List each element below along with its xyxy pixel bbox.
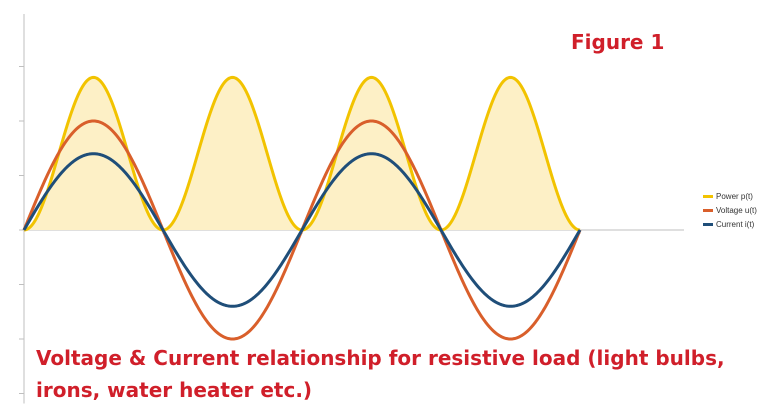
legend-swatch-voltage: [703, 208, 713, 212]
legend-label-current: Current i(t): [716, 219, 755, 229]
legend-swatch-current: [703, 222, 713, 226]
chart-caption: Voltage & Current relationship for resis…: [36, 346, 725, 402]
chart-legend: Power p(t) Voltage u(t) Current i(t): [703, 189, 757, 231]
legend-item-current: Current i(t): [703, 217, 757, 231]
series-area-power: [24, 77, 580, 231]
figure-label: Figure 1: [571, 30, 665, 54]
legend-item-voltage: Voltage u(t): [703, 203, 757, 217]
legend-label-voltage: Voltage u(t): [716, 205, 757, 215]
legend-label-power: Power p(t): [716, 191, 753, 201]
legend-item-power: Power p(t): [703, 189, 757, 203]
legend-swatch-power: [703, 194, 713, 198]
series-line-current: [22, 152, 582, 308]
